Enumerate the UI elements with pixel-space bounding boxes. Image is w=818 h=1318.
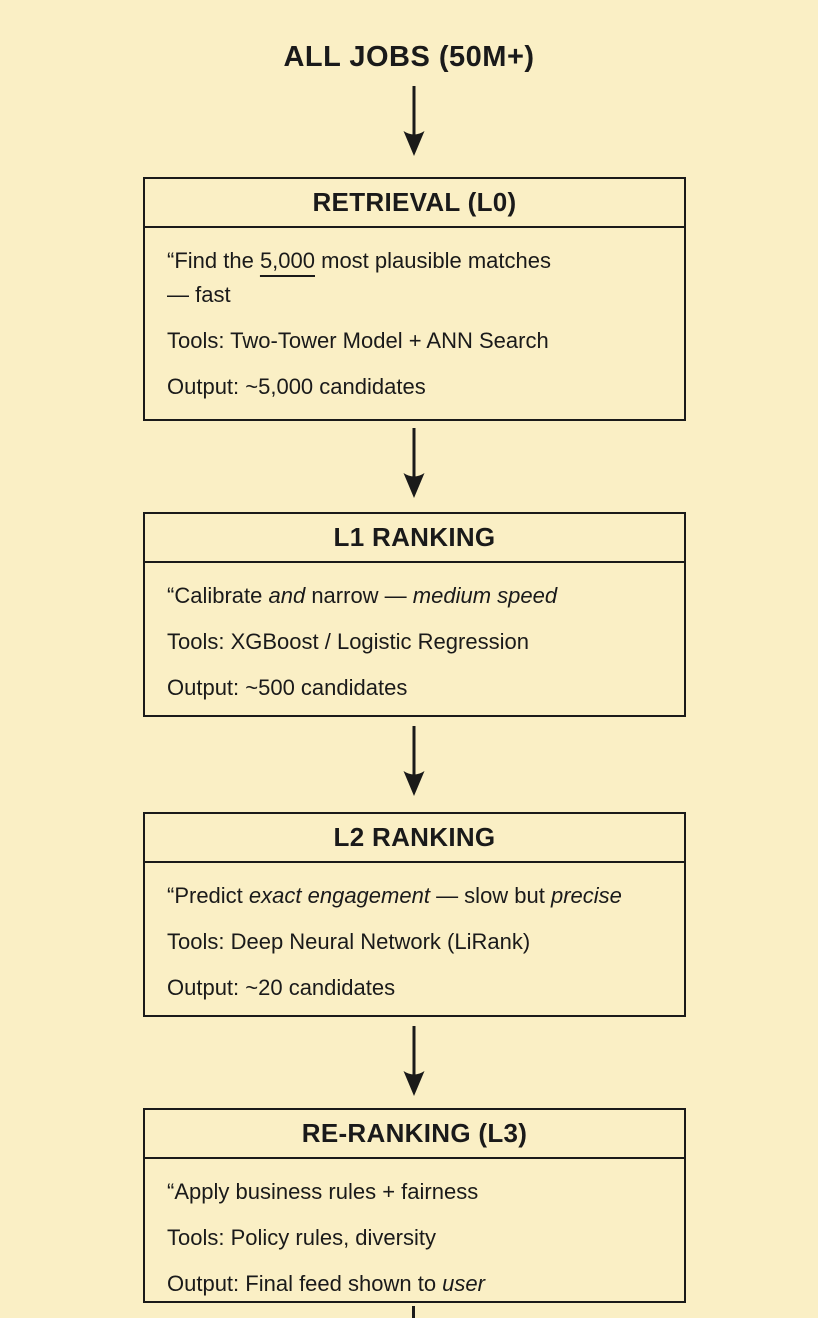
arrow-down-icon bbox=[400, 1026, 428, 1096]
stage-header: RE-RANKING (L3) bbox=[145, 1110, 684, 1159]
stage-title: RETRIEVAL (L0) bbox=[312, 187, 517, 217]
stage-tools: Tools: XGBoost / Logistic Regression bbox=[167, 629, 529, 654]
stage-quote: “Find the 5,000 most plausible matches— … bbox=[167, 248, 551, 307]
stage-tools: Tools: Policy rules, diversity bbox=[167, 1225, 436, 1250]
stage-body: “Calibrate and narrow — medium speed Too… bbox=[145, 563, 684, 705]
arrow-down-icon bbox=[400, 86, 428, 156]
stage-header: RETRIEVAL (L0) bbox=[145, 179, 684, 228]
stage-title: RE-RANKING (L3) bbox=[301, 1118, 528, 1148]
stage-output: Output: ~5,000 candidates bbox=[167, 374, 426, 399]
stage-output: Output: Final feed shown to user bbox=[167, 1271, 485, 1296]
stage-quote: “Apply business rules + fairness bbox=[167, 1179, 479, 1204]
stage-tools: Tools: Deep Neural Network (LiRank) bbox=[167, 929, 531, 954]
stage-header: L1 RANKING bbox=[145, 514, 684, 563]
diagram-title: ALL JOBS (50M+) bbox=[283, 41, 535, 73]
stage-output: Output: ~500 candidates bbox=[167, 675, 408, 700]
stage-box-re-ranking-l3: RE-RANKING (L3) “Apply business rules + … bbox=[143, 1108, 686, 1303]
stage-output: Output: ~20 candidates bbox=[167, 975, 396, 1000]
stage-body: “Apply business rules + fairness Tools: … bbox=[145, 1159, 684, 1301]
stage-body: “Find the 5,000 most plausible matches— … bbox=[145, 228, 684, 404]
stage-box-l2-ranking: L2 RANKING “Predict exact engagement — s… bbox=[143, 812, 686, 1017]
stage-box-retrieval-l0: RETRIEVAL (L0) “Find the 5,000 most plau… bbox=[143, 177, 686, 421]
arrow-down-icon bbox=[400, 726, 428, 796]
stage-body: “Predict exact engagement — slow but pre… bbox=[145, 863, 684, 1005]
stage-title: L1 RANKING bbox=[333, 522, 496, 552]
stage-title: L2 RANKING bbox=[333, 822, 496, 852]
arrow-stub-icon bbox=[412, 1306, 415, 1318]
stage-quote: “Predict exact engagement — slow but pre… bbox=[167, 883, 622, 908]
stage-quote: “Calibrate and narrow — medium speed bbox=[167, 583, 558, 608]
stage-tools: Tools: Two-Tower Model + ANN Search bbox=[167, 328, 549, 353]
stage-box-l1-ranking: L1 RANKING “Calibrate and narrow — mediu… bbox=[143, 512, 686, 717]
arrow-down-icon bbox=[400, 428, 428, 498]
stage-header: L2 RANKING bbox=[145, 814, 684, 863]
